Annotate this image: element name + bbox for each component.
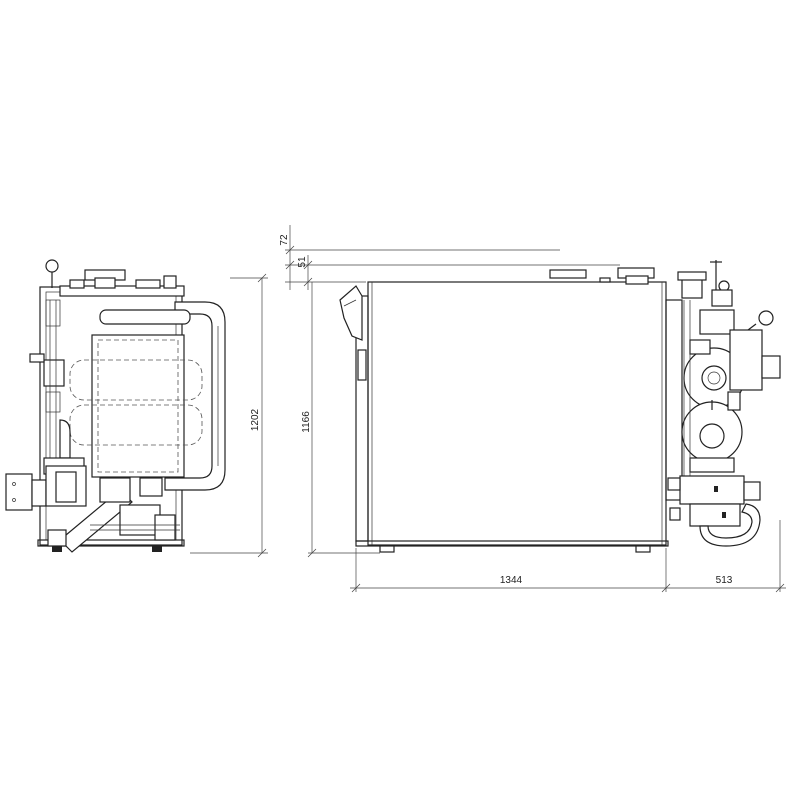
dimension-lengths: 1344 513 [350, 520, 786, 593]
dim-label-1166: 1166 [301, 411, 312, 433]
dim-label-72: 72 [279, 234, 290, 246]
dim-label-1344: 1344 [500, 575, 523, 586]
dimension-height-body: 1166 [301, 282, 380, 558]
side-view [339, 260, 781, 553]
gauge-icon [758, 310, 774, 326]
dim-label-513: 513 [716, 575, 733, 586]
dim-label-1202: 1202 [250, 408, 261, 431]
dim-label-51: 51 [297, 256, 308, 268]
pressure-gauge-icon [45, 259, 59, 273]
dimension-top-offsets: 72 51 [279, 225, 620, 290]
front-view [5, 259, 226, 553]
dimension-height-overall: 1202 [190, 273, 268, 558]
